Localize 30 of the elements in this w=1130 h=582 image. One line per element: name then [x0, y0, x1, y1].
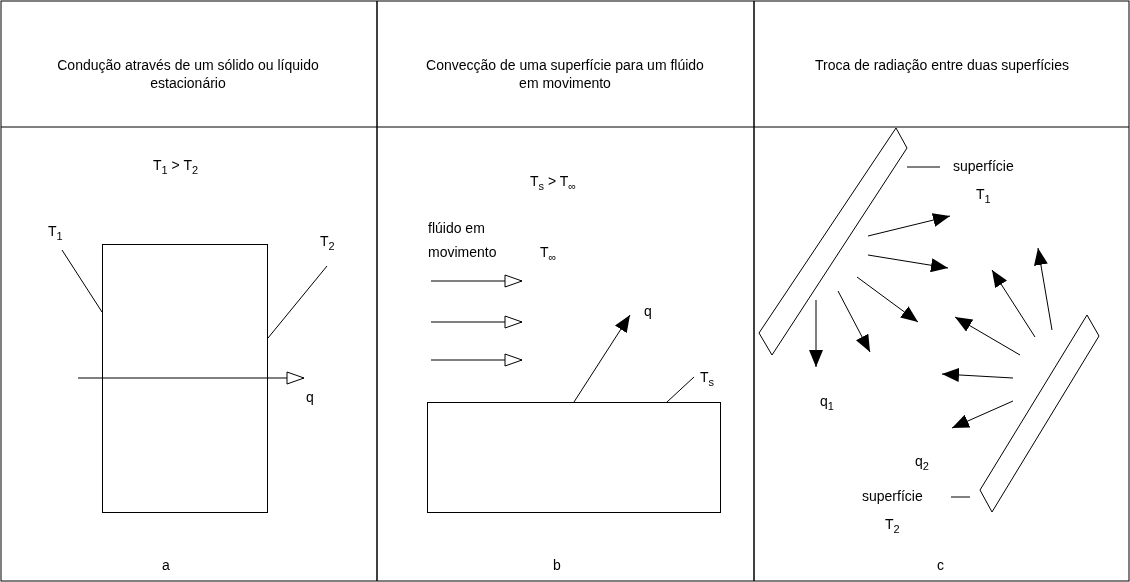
plate-surface: [758, 127, 908, 356]
plate-surface: [979, 314, 1100, 513]
leader-line: [906, 166, 941, 168]
condition-label: T$_{s}$ > T$_{∞}$: [530, 172, 577, 194]
panel-letter: b: [553, 556, 561, 574]
flux-label: q: [644, 302, 652, 320]
leader-line: [950, 496, 971, 498]
column-heading: Troca de radiação entre duas superfícies: [814, 56, 1070, 74]
temperature-label: T$_{2}$: [885, 515, 900, 537]
solid-block: [102, 244, 268, 513]
panel-letter: a: [162, 556, 170, 574]
surface-block: [427, 402, 721, 513]
panel-letter: c: [937, 556, 944, 574]
temperature-label: T$_{1}$: [48, 222, 63, 245]
fluid-label: flúido em movimento: [428, 219, 498, 262]
flux-label: q$_{2}$: [915, 452, 929, 474]
leader-line: [61, 249, 103, 313]
temperature-label: T$_{∞}$: [540, 243, 557, 265]
temperature-label: T$_{2}$: [320, 232, 335, 255]
column-heading: Condução através de um sólido ou líquido estacionário: [56, 56, 320, 92]
leader-line: [267, 265, 328, 339]
flux-label: q: [306, 388, 314, 406]
condition-label: T$_{1}$ > T$_{2}$: [153, 156, 199, 178]
temperature-label: T$_{1}$: [976, 185, 991, 207]
column-heading: Convecção de uma superfície para um flúido em movimento: [425, 56, 705, 92]
temperature-label: T$_{s}$: [700, 368, 715, 391]
leader-line: [666, 376, 695, 403]
flux-label: q$_{1}$: [820, 392, 834, 414]
surface-label: superfície: [862, 487, 923, 505]
surface-label: superfície: [953, 157, 1014, 175]
